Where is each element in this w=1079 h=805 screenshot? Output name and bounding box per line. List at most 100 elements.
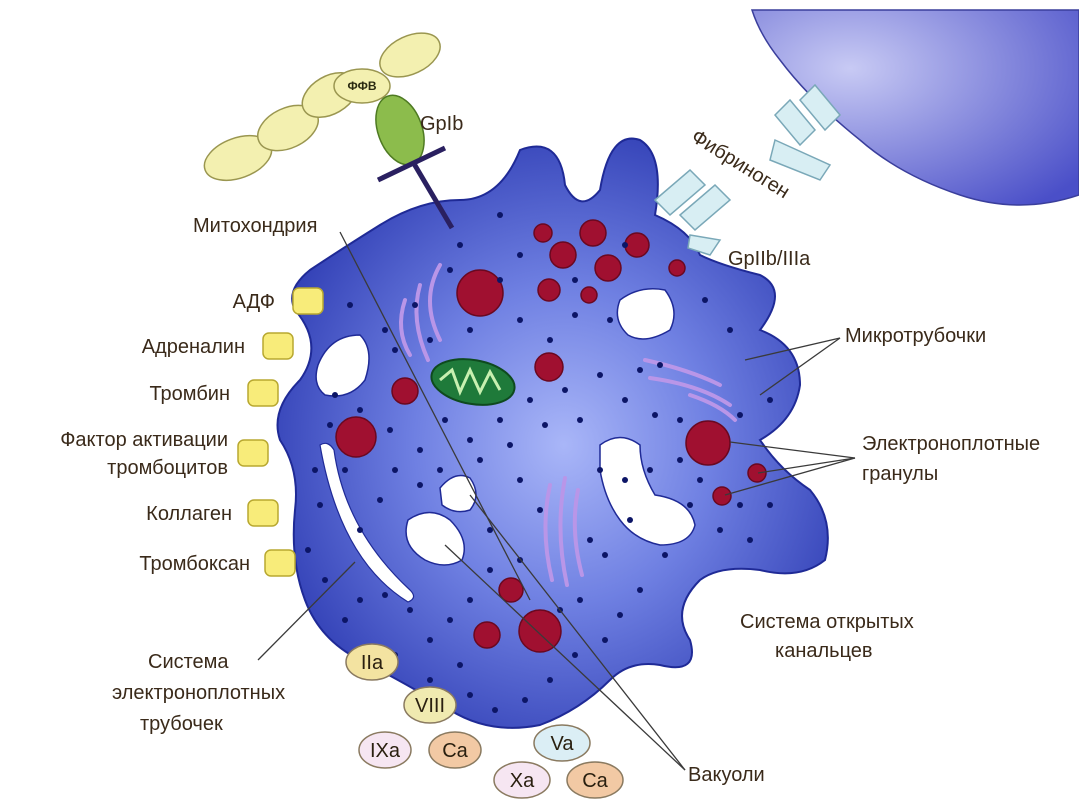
cytoplasm-dot [572, 277, 578, 283]
cytoplasm-dot [342, 467, 348, 473]
cytoplasm-dot [492, 707, 498, 713]
endothelial-cell [752, 10, 1079, 205]
receptor-label: Тромбоксан [139, 553, 250, 575]
cytoplasm-dot [767, 397, 773, 403]
cytoplasm-dot [602, 552, 608, 558]
cytoplasm-dot [637, 587, 643, 593]
cytoplasm-dot [477, 457, 483, 463]
dense-granule [748, 464, 766, 482]
cytoplasm-dot [517, 317, 523, 323]
cytoplasm-dot [342, 617, 348, 623]
fibrinogen-label: Фибриноген [687, 126, 793, 204]
cytoplasm-dot [412, 302, 418, 308]
cytoplasm-dot [347, 302, 353, 308]
cytoplasm-dot [702, 297, 708, 303]
cytoplasm-dot [607, 317, 613, 323]
cytoplasm-dot [547, 677, 553, 683]
coagulation-factor-label: Ca [442, 740, 468, 762]
cytoplasm-dot [357, 407, 363, 413]
open-canal-label-2: канальцев [775, 640, 873, 662]
dense-granule [669, 260, 685, 276]
cytoplasm-dot [537, 507, 543, 513]
cytoplasm-dot [627, 517, 633, 523]
receptor-label: АДФ [233, 291, 275, 313]
cytoplasm-dot [517, 252, 523, 258]
cytoplasm-dot [662, 552, 668, 558]
cytoplasm-dot [767, 502, 773, 508]
cytoplasm-dot [417, 482, 423, 488]
cytoplasm-dot [647, 467, 653, 473]
cytoplasm-dot [577, 597, 583, 603]
cytoplasm-dot [407, 607, 413, 613]
dense-granule [392, 378, 418, 404]
cytoplasm-dot [517, 477, 523, 483]
cytoplasm-dot [577, 417, 583, 423]
cytoplasm-dot [317, 502, 323, 508]
cytoplasm-dot [572, 652, 578, 658]
cytoplasm-dot [497, 277, 503, 283]
dense-granule [535, 353, 563, 381]
cytoplasm-dot [622, 242, 628, 248]
cytoplasm-dot [497, 417, 503, 423]
cytoplasm-dot [467, 597, 473, 603]
cytoplasm-dot [522, 697, 528, 703]
cytoplasm-dot [447, 267, 453, 273]
cytoplasm-dot [387, 427, 393, 433]
receptor-label: тромбоцитов [107, 457, 228, 479]
cytoplasm-dot [332, 392, 338, 398]
receptor-label: Коллаген [146, 503, 232, 525]
cytoplasm-dot [597, 467, 603, 473]
cytoplasm-dot [467, 327, 473, 333]
receptor-box [293, 288, 323, 314]
dense-granule [713, 487, 731, 505]
cytoplasm-dot [467, 692, 473, 698]
receptor-box [248, 500, 278, 526]
dense-granule [625, 233, 649, 257]
dense-granule [686, 421, 730, 465]
cytoplasm-dot [737, 502, 743, 508]
dense-tubular-label-2: электроноплотных [112, 682, 285, 704]
cytoplasm-dot [327, 422, 333, 428]
cytoplasm-dot [737, 412, 743, 418]
cytoplasm-dot [305, 547, 311, 553]
cytoplasm-dot [657, 362, 663, 368]
cytoplasm-dot [547, 337, 553, 343]
gpib-label: GpIb [420, 113, 463, 135]
dense-granule [336, 417, 376, 457]
cytoplasm-dot [747, 537, 753, 543]
cytoplasm-dot [357, 527, 363, 533]
open-canal-label-1: Система открытых [740, 611, 914, 633]
coagulation-factor-label: IIa [361, 652, 384, 674]
gpiib-iiia-label: GpIIb/IIIa [728, 248, 811, 270]
cytoplasm-dot [527, 397, 533, 403]
vwf-label: ФФВ [348, 79, 377, 93]
cytoplasm-dot [597, 372, 603, 378]
cytoplasm-dot [677, 417, 683, 423]
coagulation-factor-label: Ca [582, 770, 608, 792]
receptor-box [265, 550, 295, 576]
cytoplasm-dot [427, 677, 433, 683]
cytoplasm-dot [587, 537, 593, 543]
cytoplasm-dot [427, 337, 433, 343]
cytoplasm-dot [457, 242, 463, 248]
cytoplasm-dot [617, 612, 623, 618]
cytoplasm-dot [427, 637, 433, 643]
cytoplasm-dot [392, 347, 398, 353]
cytoplasm-dot [457, 662, 463, 668]
cytoplasm-dot [467, 437, 473, 443]
dense-granule [474, 622, 500, 648]
receptor-box [248, 380, 278, 406]
cytoplasm-dot [542, 422, 548, 428]
receptor-box [238, 440, 268, 466]
coagulation-factor-label: Xa [510, 770, 535, 792]
dense-tubular-label-3: трубочек [140, 713, 223, 735]
cytoplasm-dot [487, 567, 493, 573]
dense-tubular-label-1: Система [148, 651, 229, 673]
dense-granule [595, 255, 621, 281]
dense-granule [581, 287, 597, 303]
coagulation-factor-label: VIII [415, 695, 445, 717]
receptor-label: Тромбин [149, 383, 230, 405]
cytoplasm-dot [717, 527, 723, 533]
cytoplasm-dot [687, 502, 693, 508]
